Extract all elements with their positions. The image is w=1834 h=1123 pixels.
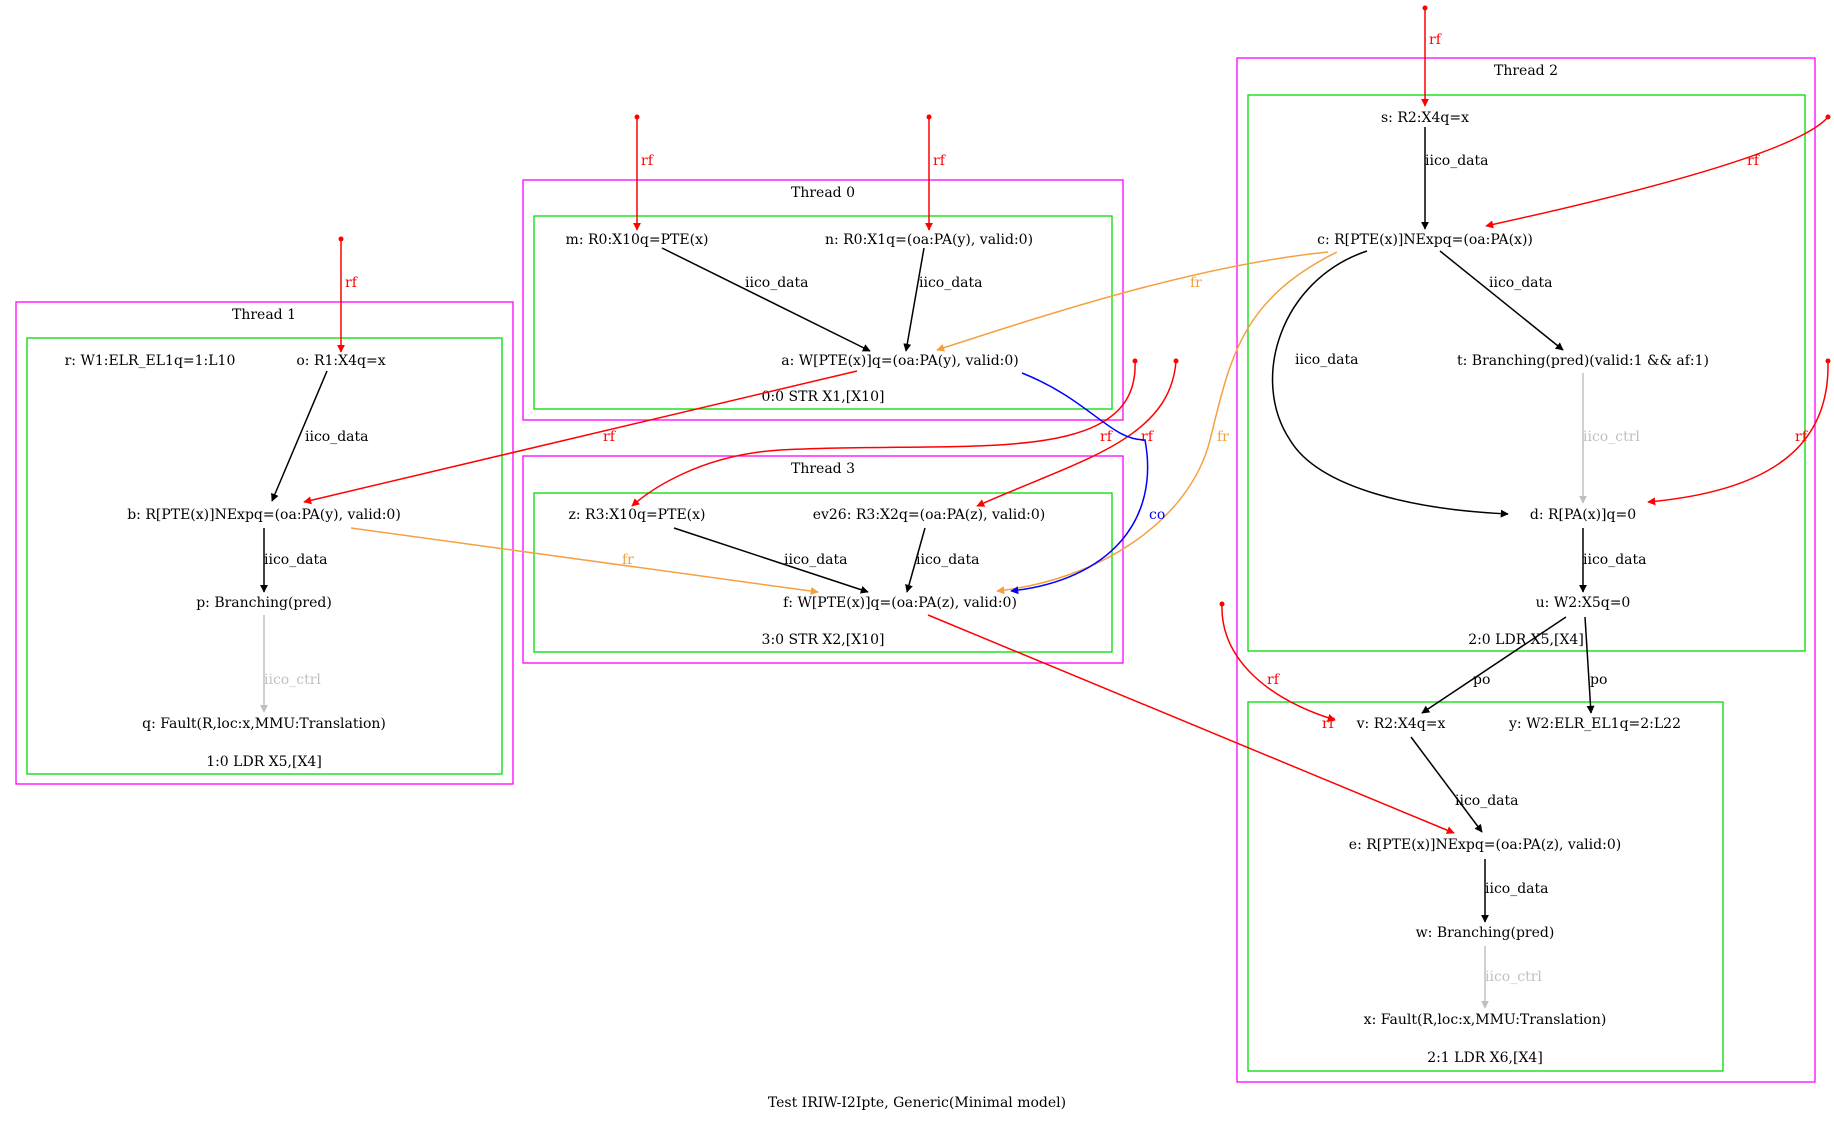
thread-3-instr-label: 3:0 STR X2,[X10] [762, 632, 885, 648]
thread-3-box [522, 455, 1124, 664]
edge-label-rf-d: rf [1795, 429, 1809, 445]
node-o: o: R1:X4q=x [296, 353, 385, 369]
edge-iico-data-n-a [903, 247, 925, 352]
edge-label-iico-data-b-p: iico_data [264, 552, 328, 568]
edge-label-iico-data-n-a: iico_data [919, 275, 983, 291]
edge-iico-data-z-f [673, 527, 869, 594]
edge-fr-b-f [350, 527, 819, 595]
node-w: w: Branching(pred) [1416, 925, 1555, 941]
edge-fr-c-f [996, 251, 1338, 595]
edge-label-fr-c-f: fr [1217, 429, 1229, 445]
thread-2-instr-box-b [1247, 701, 1724, 1072]
thread-2-box [1236, 57, 1816, 1083]
edge-label-iico-ctrl-t-d: iico_ctrl [1583, 429, 1640, 445]
thread-1-title: Thread 1 [232, 307, 296, 323]
edge-label-rf-a-b: rf [603, 429, 617, 445]
edge-iico-data-m-a [661, 247, 871, 352]
edge-po-u-y [1584, 616, 1595, 714]
edge-label-rf-o: rf [345, 275, 359, 291]
thread-2-instr-label-b: 2:1 LDR X6,[X4] [1427, 1050, 1543, 1066]
edge-rf-init-ev26 [976, 360, 1177, 507]
thread-2-instr-box-a [1247, 94, 1806, 652]
node-c: c: R[PTE(x)]NExpq=(oa:PA(x)) [1317, 232, 1533, 248]
edge-label-iico-ctrl-p-q: iico_ctrl [264, 672, 321, 688]
node-d: d: R[PA(x)]q=0 [1530, 507, 1636, 523]
thread-1-instr-box [26, 337, 503, 775]
node-b: b: R[PTE(x)]NExpq=(oa:PA(y), valid:0) [127, 507, 401, 523]
node-z: z: R3:X10q=PTE(x) [569, 507, 706, 523]
edge-label-fr-b-f: fr [622, 552, 634, 568]
edge-label-iico-data-m-a: iico_data [745, 275, 809, 291]
edge-label-rf-ev26: rf [1141, 429, 1155, 445]
edge-label-iico-data-o-b: iico_data [305, 429, 369, 445]
edge-label-iico-data-z-f: iico_data [784, 552, 848, 568]
edge-label-rf-m: rf [641, 153, 655, 169]
edge-label-iico-data-d-u: iico_data [1583, 552, 1647, 568]
edge-po-u-v [1421, 616, 1567, 714]
thread-0-instr-label: 0:0 STR X1,[X10] [762, 389, 885, 405]
node-v: v: R2:X4q=x [1356, 716, 1446, 732]
edge-iico-data-v-e [1410, 736, 1483, 833]
edge-label-co-a-f: co [1149, 507, 1165, 523]
thread-2-instr-label-a: 2:0 LDR X5,[X4] [1468, 632, 1584, 648]
node-m: m: R0:X10q=PTE(x) [566, 232, 709, 248]
thread-3-instr-box [533, 492, 1113, 653]
edge-label-fr-c-a: fr [1190, 275, 1202, 291]
thread-0-title: Thread 0 [791, 185, 855, 201]
edge-label-rf-v-1: rf [1267, 672, 1281, 688]
edge-label-rf-v-2: rf [1322, 716, 1336, 732]
node-x: x: Fault(R,loc:x,MMU:Translation) [1364, 1012, 1607, 1028]
edge-iico-data-c-d [1271, 250, 1509, 518]
edge-rf-init-z [631, 360, 1136, 507]
thread-1-box [15, 301, 514, 785]
edge-label-iico-data-e-w: iico_data [1485, 881, 1549, 897]
node-s: s: R2:X4q=x [1381, 110, 1469, 126]
node-p: p: Branching(pred) [196, 595, 332, 611]
edge-label-iico-ctrl-w-x: iico_ctrl [1485, 969, 1542, 985]
edge-rf-init-c [1485, 116, 1829, 229]
edge-iico-data-o-b [271, 370, 328, 502]
thread-0-box [522, 179, 1124, 421]
edge-iico-data-c-t [1439, 250, 1564, 351]
edge-label-iico-data-s-c: iico_data [1425, 153, 1489, 169]
edge-label-rf-s: rf [1429, 32, 1443, 48]
edge-fr-c-a [936, 251, 1329, 352]
edge-label-po-u-v: po [1473, 672, 1490, 688]
edge-rf-init-d [1647, 360, 1829, 506]
node-e: e: R[PTE(x)]NExpq=(oa:PA(z), valid:0) [1349, 837, 1621, 853]
edge-label-rf-n: rf [933, 153, 947, 169]
edge-co-a-f [1010, 372, 1149, 595]
node-r: r: W1:ELR_EL1q=1:L10 [65, 353, 236, 369]
graph-caption: Test IRIW-I2Ipte, Generic(Minimal model) [768, 1095, 1066, 1111]
node-t: t: Branching(pred)(valid:1 && af:1) [1457, 353, 1709, 369]
edge-label-rf-z: rf [1100, 429, 1114, 445]
node-n: n: R0:X1q=(oa:PA(y), valid:0) [825, 232, 1033, 248]
node-ev26: ev26: R3:X2q=(oa:PA(z), valid:0) [813, 507, 1046, 523]
thread-2-title: Thread 2 [1494, 63, 1558, 79]
edge-rf-init-v [1221, 603, 1336, 722]
node-u: u: W2:X5q=0 [1536, 595, 1631, 611]
edge-label-iico-data-v-e: iico_data [1455, 793, 1519, 809]
edge-label-po-u-y: po [1590, 672, 1607, 688]
edge-label-iico-data-c-d: iico_data [1295, 352, 1359, 368]
edge-label-rf-c: rf [1747, 153, 1761, 169]
edge-rf-a-b [303, 370, 858, 505]
thread-3-title: Thread 3 [791, 461, 855, 477]
node-y: y: W2:ELR_EL1q=2:L22 [1508, 716, 1681, 732]
thread-0-instr-box [533, 215, 1113, 410]
edge-label-iico-data-ev26-f: iico_data [916, 552, 980, 568]
thread-1-instr-label: 1:0 LDR X5,[X4] [206, 754, 322, 770]
node-q: q: Fault(R,loc:x,MMU:Translation) [142, 716, 386, 732]
edge-rf-f-e [927, 614, 1455, 834]
edge-label-iico-data-c-t: iico_data [1489, 275, 1553, 291]
node-f: f: W[PTE(x)]q=(oa:PA(z), valid:0) [783, 595, 1017, 611]
node-a: a: W[PTE(x)]q=(oa:PA(y), valid:0) [781, 353, 1019, 369]
edge-iico-data-ev26-f [905, 527, 926, 593]
